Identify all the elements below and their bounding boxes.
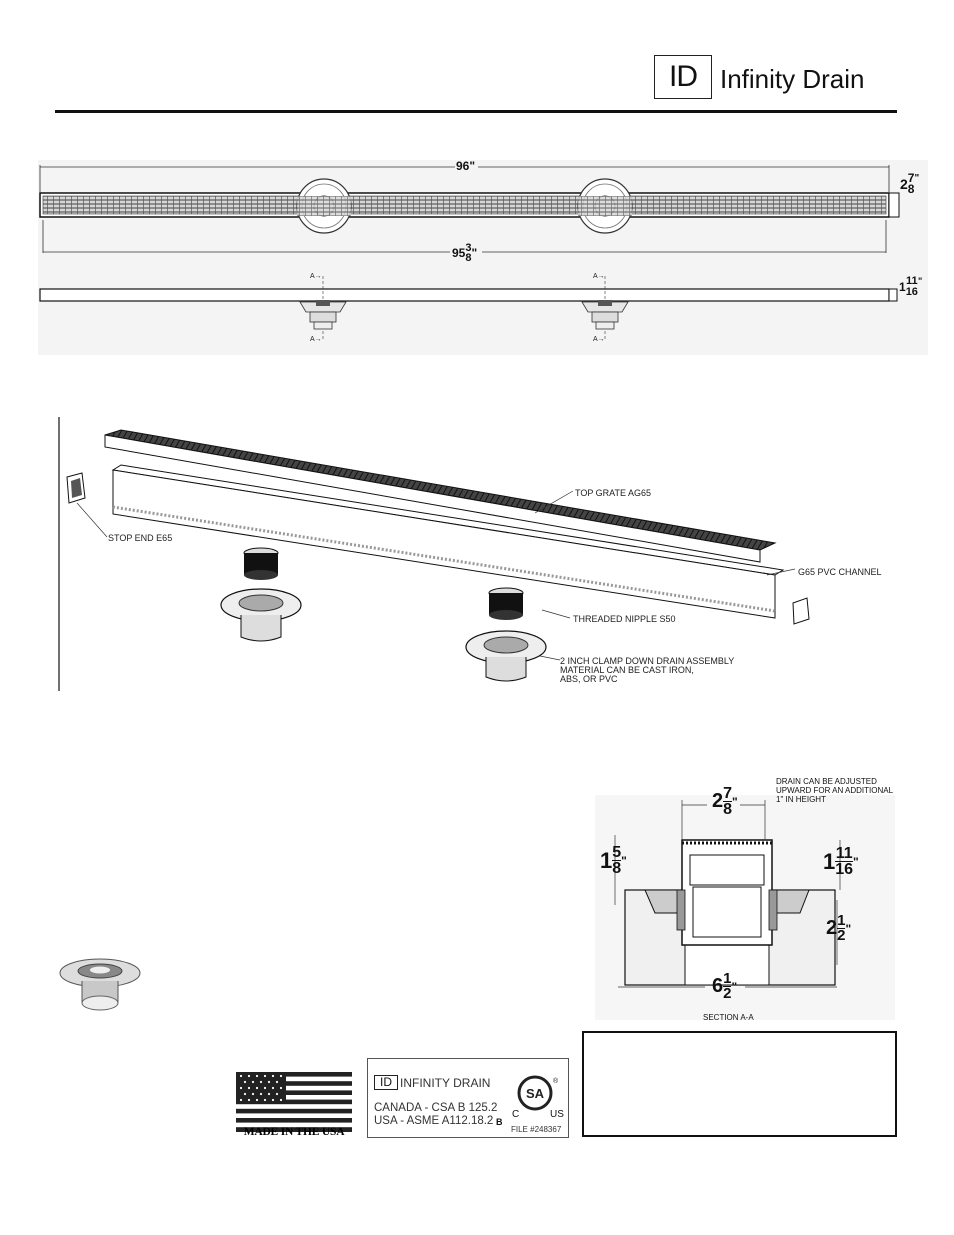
label-stop-end: STOP END E65 <box>108 533 173 543</box>
section-body-height-dimension: 2 1 2 " <box>826 912 852 944</box>
plan-drain-circle-right <box>577 178 633 234</box>
label-nipple: THREADED NIPPLE S50 <box>573 614 676 624</box>
usa-flag-icon <box>236 1072 352 1132</box>
svg-text:®: ® <box>553 1077 558 1085</box>
dim-numerator: 1 <box>723 970 732 987</box>
side-drain-left <box>299 276 347 340</box>
plan-and-side-view-drawing <box>38 160 928 355</box>
csa-seal-icon: SA ® <box>517 1075 558 1111</box>
dim-numerator: 11 <box>835 845 854 862</box>
drain-product-icon <box>59 958 141 1011</box>
made-in-usa-label: MADE IN THE USA <box>243 1126 345 1138</box>
brand-name: Infinity Drain <box>720 64 865 94</box>
section-top-width-dimension: 2 7 8 " <box>712 785 738 818</box>
cert-canada-standard: CANADA - CSA B 125.2 <box>374 1102 498 1114</box>
section-marker-left-bottom: A→ <box>310 336 322 343</box>
section-right-height-dimension: 1 11 16 " <box>823 845 859 878</box>
certification-badge: ID INFINITY DRAIN CANADA - CSA B 125.2 U… <box>367 1058 569 1138</box>
notes-box <box>582 1031 897 1137</box>
channel-length-dimension: 95 3 8 " <box>452 242 478 264</box>
exploded-assembly-drawing <box>58 417 810 691</box>
section-left-height-dimension: 1 5 8 " <box>600 844 627 877</box>
header-divider <box>55 110 897 113</box>
channel-width-dimension: 2 7 8 " <box>900 171 920 196</box>
note-line: 1" IN HEIGHT <box>776 795 826 804</box>
csa-c-label: C <box>512 1109 520 1120</box>
section-marker-right-top: A→ <box>593 273 605 280</box>
side-height-dimension: 1 11 16 " <box>899 275 923 298</box>
label-drain-line: ABS, OR PVC <box>560 674 618 684</box>
dim-denominator: 8 <box>465 252 472 264</box>
dim-denominator: 16 <box>905 286 918 298</box>
dim-numerator: 7 <box>723 785 733 802</box>
dim-denominator: 8 <box>612 860 622 877</box>
dim-numerator: 1 <box>837 912 846 929</box>
dim-denominator: 2 <box>723 985 732 1002</box>
dim-denominator: 8 <box>907 182 915 196</box>
label-channel: G65 PVC CHANNEL <box>798 567 882 577</box>
cert-usa-standard: USA - ASME A112.18.2 <box>374 1115 494 1127</box>
csa-us-label: US <box>550 1109 564 1120</box>
side-drain-right <box>581 276 629 340</box>
section-marker-left-top: A→ <box>310 273 322 280</box>
drain-assembly-right <box>465 630 547 682</box>
dim-whole: 2 <box>826 917 838 939</box>
svg-text:SA: SA <box>526 1086 545 1101</box>
cert-logo-mark: ID <box>374 1075 398 1090</box>
section-caption: SECTION A-A <box>703 1013 754 1022</box>
dim-numerator: 7 <box>907 171 915 185</box>
cert-b-mark: B <box>496 1117 503 1127</box>
dim-whole: 6 <box>712 975 724 997</box>
logo-mark: ID <box>654 55 712 99</box>
label-drain-assembly: 2 INCH CLAMP DOWN DRAIN ASSEMBLY MATERIA… <box>560 657 734 684</box>
section-marker-right-bottom: A→ <box>593 336 605 343</box>
note-line: UPWARD FOR AN ADDITIONAL <box>776 786 894 795</box>
dim-denominator: 16 <box>835 861 854 878</box>
cert-brand-name: INFINITY DRAIN <box>400 1076 491 1090</box>
drain-assembly-left <box>220 588 302 642</box>
dim-whole: 1 <box>600 847 613 873</box>
dim-numerator: 5 <box>612 844 622 861</box>
dim-whole: 1 <box>823 848 836 874</box>
section-adjust-note: DRAIN CAN BE ADJUSTED UPWARD FOR AN ADDI… <box>776 777 893 804</box>
nipple-right <box>488 587 524 620</box>
dim-whole: 1 <box>899 280 906 294</box>
plan-drain-circle-left <box>296 178 352 234</box>
dim-numerator: 11 <box>905 275 918 287</box>
dim-whole: 2 <box>900 176 908 192</box>
label-drain-line: MATERIAL CAN BE CAST IRON, <box>560 665 694 675</box>
cert-file-number: FILE #248367 <box>511 1125 562 1134</box>
dim-whole: 2 <box>712 790 724 812</box>
dim-numerator: 3 <box>465 242 472 254</box>
nipple-left <box>243 547 279 580</box>
dim-whole: 95 <box>452 246 466 260</box>
overall-length-dimension: 96" <box>456 159 476 173</box>
note-line: DRAIN CAN BE ADJUSTED <box>776 777 877 786</box>
label-top-grate: TOP GRATE AG65 <box>575 488 652 498</box>
section-base-width-dimension: 6 1 2 " <box>712 970 738 1002</box>
label-drain-line: 2 INCH CLAMP DOWN DRAIN ASSEMBLY <box>560 656 735 666</box>
section-a-a-drawing <box>595 795 895 1020</box>
dim-denominator: 2 <box>837 927 846 944</box>
dim-denominator: 8 <box>723 801 733 818</box>
